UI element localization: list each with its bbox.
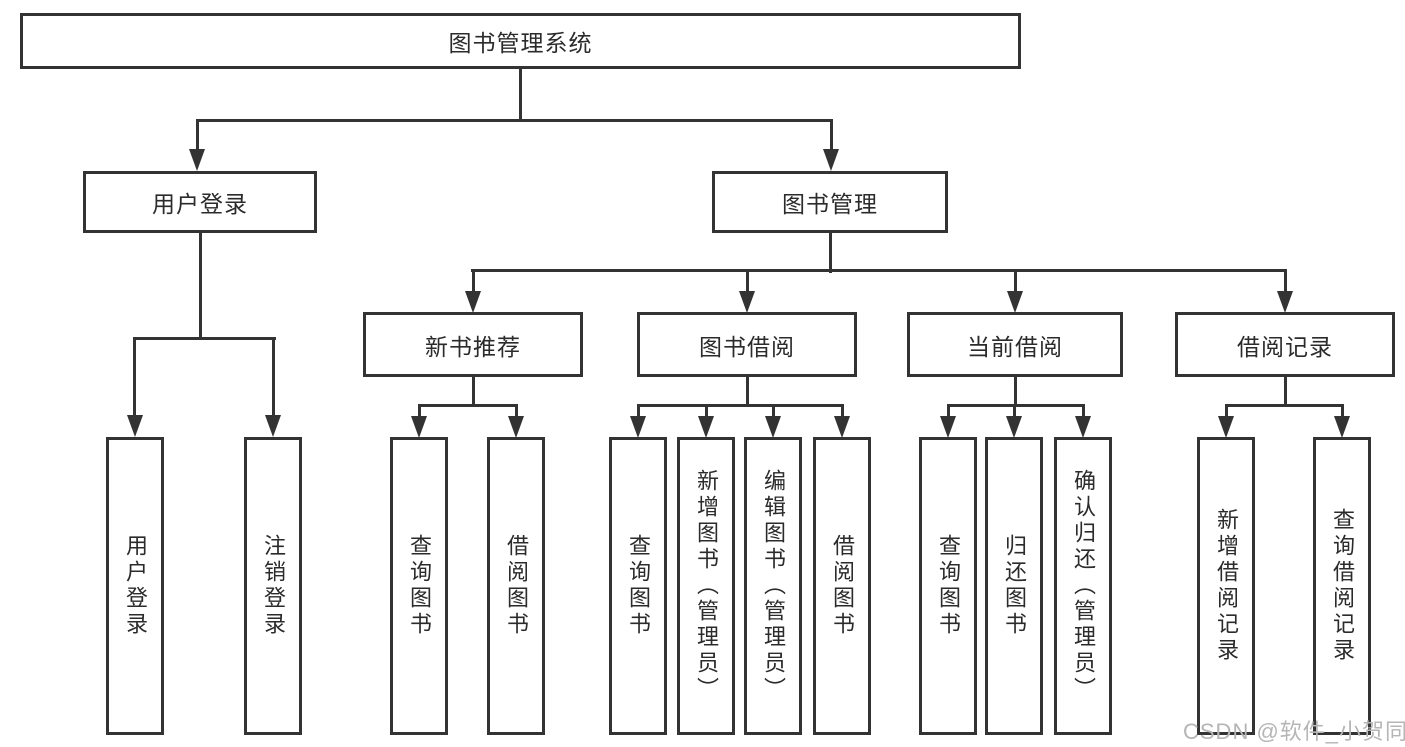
node-user-login: 用户登录 [83,171,317,233]
connector [746,377,749,407]
arrowhead-down-icon [823,149,839,171]
connector [472,377,475,407]
node-borrow-records: 借阅记录 [1175,312,1395,377]
node-book-borrow: 图书借阅 [637,312,857,377]
arrowhead-down-icon [1277,291,1293,313]
connector [829,233,832,273]
leaf-confirm-return-admin: 确认归还（管理员） [1054,437,1112,735]
connector [1013,404,1016,419]
connector [418,404,518,407]
leaf-return-books: 归还图书 [985,437,1043,735]
arrowhead-down-icon [411,416,427,438]
arrowhead-down-icon [508,416,524,438]
node-current-borrow: 当前借阅 [907,312,1123,377]
connector [196,119,199,151]
arrowhead-down-icon [1334,416,1350,438]
connector [199,233,202,340]
leaf-return-books-label: 归还图书 [1002,534,1027,638]
arrowhead-down-icon [940,416,956,438]
arrowhead-down-icon [1075,416,1091,438]
leaf-confirm-return-admin-label: 确认归还（管理员） [1071,469,1096,703]
leaf-borrow-books: 借阅图书 [813,437,871,735]
leaf-edit-books-admin-label: 编辑图书（管理员） [761,469,786,703]
node-borrow-records-label: 借阅记录 [1237,333,1333,360]
leaf-recommend-query-books: 查询图书 [390,437,448,735]
arrowhead-down-icon [698,416,714,438]
connector [1225,404,1344,407]
node-new-book-recommend-label: 新书推荐 [425,333,521,360]
arrowhead-down-icon [127,415,143,437]
arrowhead-down-icon [630,416,646,438]
connector [472,269,475,293]
connector [637,404,844,407]
connector [947,404,1085,407]
arrowhead-down-icon [1007,291,1023,313]
connector [1341,404,1344,419]
leaf-current-query-books-label: 查询图书 [936,534,961,638]
connector [519,69,522,122]
connector [1225,404,1228,419]
leaf-borrow-books-label: 借阅图书 [830,534,855,638]
connector [841,404,844,419]
connector [1082,404,1085,419]
connector [515,404,518,419]
leaf-query-borrow-record: 查询借阅记录 [1313,437,1371,735]
leaf-user-login-label: 用户登录 [123,534,148,638]
connector [746,269,749,293]
connector [1014,377,1017,407]
connector [947,404,950,419]
connector [830,119,833,151]
leaf-add-borrow-record: 新增借阅记录 [1197,437,1255,735]
connector [772,404,775,419]
leaf-logout: 注销登录 [244,437,302,735]
connector [1284,377,1287,407]
arrowhead-down-icon [265,415,281,437]
leaf-borrow-query-books: 查询图书 [609,437,667,735]
connector [471,269,1287,272]
arrowhead-down-icon [834,416,850,438]
leaf-recommend-borrow-books: 借阅图书 [487,437,545,735]
connector [134,337,276,340]
node-new-book-recommend: 新书推荐 [363,312,583,377]
leaf-recommend-query-books-label: 查询图书 [407,534,432,638]
node-book-management: 图书管理 [712,171,948,233]
connector [196,119,833,122]
arrowhead-down-icon [1218,416,1234,438]
arrowhead-down-icon [189,149,205,171]
leaf-add-books-admin-label: 新增图书（管理员） [694,469,719,703]
arrowhead-down-icon [1006,416,1022,438]
leaf-borrow-query-books-label: 查询图书 [626,534,651,638]
arrowhead-down-icon [465,291,481,313]
leaf-current-query-books: 查询图书 [919,437,977,735]
leaf-logout-label: 注销登录 [261,534,286,638]
leaf-edit-books-admin: 编辑图书（管理员） [744,437,802,735]
connector [705,404,708,419]
connector [133,337,136,417]
arrowhead-down-icon [739,291,755,313]
leaf-add-books-admin: 新增图书（管理员） [677,437,735,735]
leaf-query-borrow-record-label: 查询借阅记录 [1330,508,1355,664]
arrowhead-down-icon [765,416,781,438]
node-current-borrow-label: 当前借阅 [967,333,1063,360]
connector [418,404,421,419]
connector [637,404,640,419]
leaf-user-login: 用户登录 [106,437,164,735]
connector [1284,269,1287,293]
csdn-watermark: CSDN @软件_小贺同学 [1183,719,1405,744]
leaf-add-borrow-record-label: 新增借阅记录 [1214,508,1239,664]
node-book-management-label: 图书管理 [782,191,878,217]
node-book-borrow-label: 图书借阅 [699,333,795,360]
node-user-login-label: 用户登录 [152,191,248,217]
leaf-recommend-borrow-books-label: 借阅图书 [504,534,529,638]
connector [1014,269,1017,293]
connector [272,337,275,417]
node-library-system-label: 图书管理系统 [448,30,593,56]
node-library-system: 图书管理系统 [20,13,1021,69]
